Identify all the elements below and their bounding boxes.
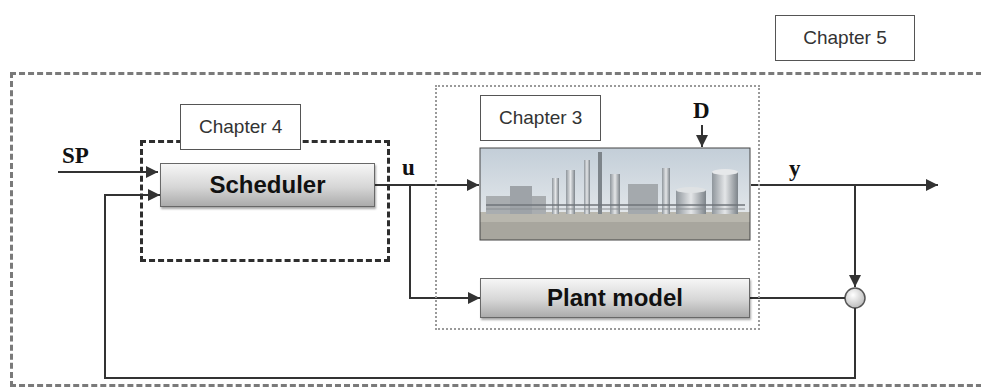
- box-label: Plant model: [547, 284, 683, 312]
- setpoint-wire: [58, 171, 158, 173]
- signal-label: u: [402, 156, 415, 180]
- signal-connector: [375, 185, 480, 298]
- signal-label: SP: [62, 144, 89, 168]
- photo-building: [510, 186, 532, 214]
- photo-ground: [480, 212, 750, 240]
- region-heading: Chapter 4: [180, 104, 301, 150]
- output-branch-wire: [854, 185, 856, 287]
- photo-tank: [712, 172, 738, 214]
- photo-column: [566, 170, 575, 214]
- photo-pipe: [486, 204, 745, 206]
- output-wire: [751, 184, 938, 186]
- region-heading: Chapter 3: [480, 95, 601, 141]
- photo-tank-top: [676, 187, 706, 193]
- process-box: Plant model: [480, 278, 750, 318]
- photo-pipe: [486, 209, 745, 210]
- summing-junction: [845, 288, 865, 308]
- signal-label: D: [693, 99, 710, 123]
- scope-region: Chapter 3 Plant model: [435, 85, 760, 330]
- photo-column: [662, 168, 670, 214]
- photo-column: [610, 174, 620, 214]
- photo-sky: [480, 148, 750, 240]
- disturbance-arrow: [701, 125, 703, 147]
- photo-tank: [676, 190, 706, 214]
- region-heading: Chapter 5: [775, 15, 915, 61]
- scope-region: Chapter 4Scheduler: [140, 140, 390, 262]
- photo-column: [584, 160, 590, 214]
- plant-photo: [480, 148, 750, 240]
- scope-region: Chapter 5Chapter 4SchedulerChapter 3Plan…: [10, 72, 981, 387]
- photo-tank-top: [712, 169, 738, 175]
- photo-foreground: [480, 222, 750, 240]
- photo-frame: [480, 148, 750, 240]
- process-box: Scheduler: [160, 163, 375, 207]
- signal-label: y: [789, 157, 801, 181]
- box-label: Scheduler: [209, 171, 325, 199]
- signal-connector: [105, 195, 855, 378]
